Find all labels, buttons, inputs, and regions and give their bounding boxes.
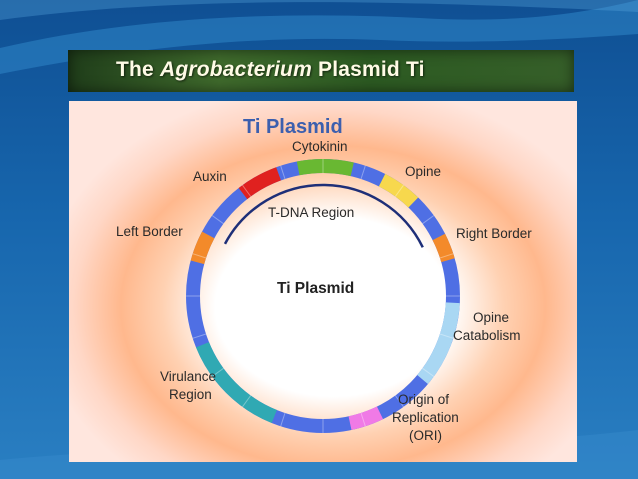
ring-separator <box>211 367 224 377</box>
label-virulance-2: Region <box>169 387 212 402</box>
diagram-header: Ti Plasmid <box>243 116 343 138</box>
ring-separator <box>422 367 435 377</box>
label-virulance-1: Virulance <box>160 369 216 384</box>
segment-left-border <box>190 231 215 265</box>
ring-separator <box>439 333 454 339</box>
ring-separator <box>211 215 224 225</box>
title-italic: Agrobacterium <box>159 58 312 81</box>
ring-separator <box>242 395 252 408</box>
slide-title: The Agrobacterium Plasmid Ti <box>116 58 425 82</box>
label-opine-catabolism-1: Opine <box>473 310 509 325</box>
segment-cytokinin <box>296 159 354 177</box>
ring-separator <box>280 165 286 180</box>
segment-auxin <box>238 167 282 200</box>
label-left-border: Left Border <box>116 224 183 239</box>
ring-separator <box>242 184 252 197</box>
center-label: Ti Plasmid <box>277 280 354 297</box>
label-ori-1: Origin of <box>398 392 449 407</box>
ring-separator <box>280 412 286 427</box>
segment-virulence <box>195 341 278 424</box>
label-ori-2: Replication <box>392 410 459 425</box>
title-pre: The <box>116 58 160 81</box>
label-auxin: Auxin <box>193 169 227 184</box>
segment-opine <box>378 173 419 208</box>
ring-separator <box>394 184 404 197</box>
tdna-arc <box>223 183 424 248</box>
title-bar: The Agrobacterium Plasmid Ti <box>68 50 574 92</box>
ring-separator <box>360 412 366 427</box>
diagram-panel: Ti Plasmid Cytokinin Auxin Opine T-DNA R… <box>69 101 577 462</box>
label-right-border: Right Border <box>456 226 532 241</box>
ring-separator <box>439 253 454 259</box>
segment-ori <box>348 406 384 431</box>
label-cytokinin: Cytokinin <box>292 139 348 154</box>
ring-separator <box>192 253 207 259</box>
segment-opine-catabolism <box>417 302 460 385</box>
label-tdna-region: T-DNA Region <box>268 205 354 220</box>
ring-separator <box>394 395 404 408</box>
plasmid-diagram: Ti Plasmid Cytokinin Auxin Opine T-DNA R… <box>116 116 532 443</box>
ring-separator <box>422 215 435 225</box>
segment-right-border <box>432 233 455 263</box>
ring-separator <box>360 165 366 180</box>
plasmid-ring <box>186 159 460 433</box>
ring-separator <box>192 333 207 339</box>
label-ori-3: (ORI) <box>409 428 442 443</box>
label-opine-catabolism-2: Catabolism <box>453 328 521 343</box>
label-opine: Opine <box>405 164 441 179</box>
title-post: Plasmid Ti <box>311 58 425 81</box>
